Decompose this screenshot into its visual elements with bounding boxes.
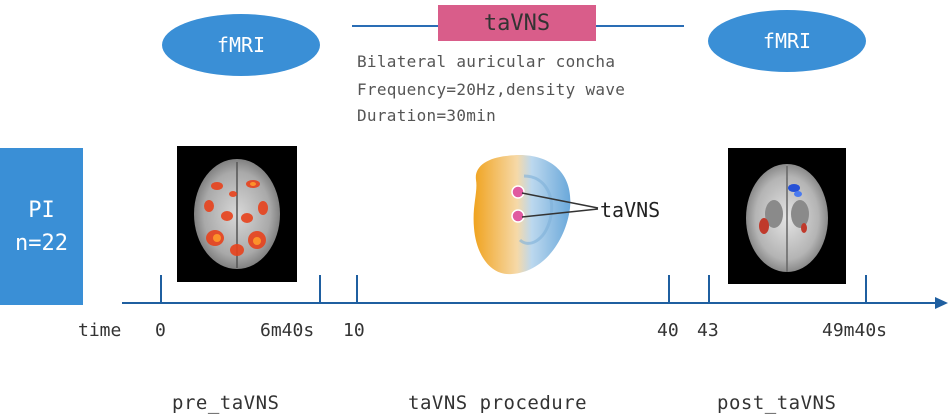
fmri-post-label: fMRI xyxy=(762,29,812,53)
stimulation-label: taVNS xyxy=(483,10,551,36)
phase-procedure: taVNS procedure xyxy=(408,392,588,414)
phase-pre: pre_taVNS xyxy=(172,392,280,414)
param-site: Bilateral auricular concha xyxy=(357,52,616,71)
ear-illustration xyxy=(466,150,576,278)
tick-label-40: 40 xyxy=(657,320,679,341)
electrode-lower-icon xyxy=(511,209,525,223)
tick-label-6m40s: 6m40s xyxy=(260,320,315,341)
fmri-pre-ellipse: fMRI xyxy=(162,14,320,76)
tick-label-0: 0 xyxy=(155,320,166,341)
axis-label: time xyxy=(78,320,122,341)
electrode-upper-icon xyxy=(511,185,525,199)
tick-label-43: 43 xyxy=(697,320,719,341)
ear-icon xyxy=(473,154,571,275)
param-duration: Duration=30min xyxy=(357,106,497,125)
stimulation-box: taVNS xyxy=(438,5,596,41)
group-size: n=22 xyxy=(15,230,68,256)
fmri-pre-label: fMRI xyxy=(216,33,266,57)
fmri-post-ellipse: fMRI xyxy=(708,10,866,72)
post-brain-icon xyxy=(746,164,828,272)
param-frequency: Frequency=20Hz,density wave xyxy=(357,80,626,99)
electrode-pointer-lines xyxy=(521,192,599,218)
pre-brain-image xyxy=(177,146,297,282)
pre-brain-icon xyxy=(194,159,280,269)
axis-arrow-icon xyxy=(935,297,948,309)
group-name: PI xyxy=(28,197,55,223)
group-box: PI n=22 xyxy=(0,148,83,305)
phase-post: post_taVNS xyxy=(717,392,837,414)
post-brain-image xyxy=(728,148,846,284)
tick-label-49m40s: 49m40s xyxy=(822,320,888,341)
tick-label-10: 10 xyxy=(343,320,365,341)
ear-label: taVNS xyxy=(600,198,661,222)
